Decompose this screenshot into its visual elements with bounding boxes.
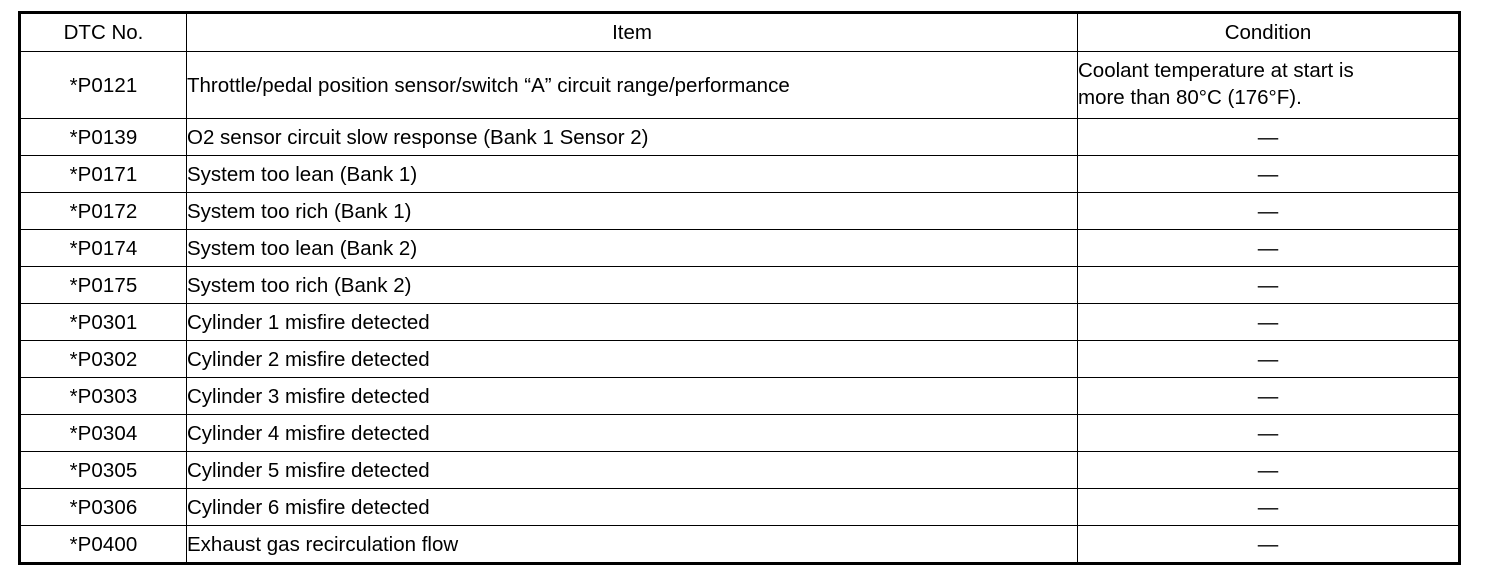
cell-dtc-no: *P0306: [19, 488, 187, 526]
cell-dtc-no: *P0175: [19, 266, 187, 304]
table-row: *P0301 Cylinder 1 misfire detected —: [19, 303, 1460, 341]
cell-item: Cylinder 2 misfire detected: [186, 340, 1078, 378]
cell-item: Cylinder 5 misfire detected: [186, 451, 1078, 489]
column-header-dtc-no: DTC No.: [19, 12, 187, 52]
cell-condition: —: [1077, 451, 1460, 489]
cell-condition: —: [1077, 229, 1460, 267]
cell-dtc-no: *P0121: [19, 51, 187, 119]
em-dash: —: [1257, 199, 1279, 223]
cell-condition: —: [1077, 488, 1460, 526]
table-row: *P0302 Cylinder 2 misfire detected —: [19, 340, 1460, 378]
table-row: *P0305 Cylinder 5 misfire detected —: [19, 451, 1460, 489]
cell-condition: Coolant temperature at start is more tha…: [1077, 51, 1460, 119]
cell-condition: —: [1077, 525, 1460, 564]
column-header-item: Item: [186, 12, 1078, 52]
table-row: *P0139 O2 sensor circuit slow response (…: [19, 118, 1460, 156]
table-row: *P0304 Cylinder 4 misfire detected —: [19, 414, 1460, 452]
cell-item: Cylinder 1 misfire detected: [186, 303, 1078, 341]
cell-dtc-no: *P0139: [19, 118, 187, 156]
cell-item: Cylinder 4 misfire detected: [186, 414, 1078, 452]
table-row: *P0171 System too lean (Bank 1) —: [19, 155, 1460, 193]
cell-item: Cylinder 6 misfire detected: [186, 488, 1078, 526]
cell-condition: —: [1077, 192, 1460, 230]
cell-item: Exhaust gas recirculation flow: [186, 525, 1078, 564]
condition-line-1: Coolant temperature at start is: [1078, 59, 1354, 83]
header-row: DTC No. Item Condition: [19, 12, 1460, 52]
em-dash: —: [1257, 384, 1279, 408]
cell-dtc-no: *P0305: [19, 451, 187, 489]
table-row: *P0400 Exhaust gas recirculation flow —: [19, 525, 1460, 564]
cell-dtc-no: *P0302: [19, 340, 187, 378]
em-dash: —: [1257, 162, 1279, 186]
cell-condition: —: [1077, 266, 1460, 304]
cell-condition: —: [1077, 377, 1460, 415]
em-dash: —: [1257, 236, 1279, 260]
cell-dtc-no: *P0171: [19, 155, 187, 193]
table-body: *P0121 Throttle/pedal position sensor/sw…: [19, 51, 1460, 564]
cell-item: Throttle/pedal position sensor/switch “A…: [186, 51, 1078, 119]
cell-condition: —: [1077, 303, 1460, 341]
cell-dtc-no: *P0304: [19, 414, 187, 452]
cell-dtc-no: *P0172: [19, 192, 187, 230]
table-row: *P0174 System too lean (Bank 2) —: [19, 229, 1460, 267]
cell-condition: —: [1077, 414, 1460, 452]
cell-item: System too rich (Bank 1): [186, 192, 1078, 230]
cell-condition: —: [1077, 118, 1460, 156]
condition-line-2: more than 80°C (176°F).: [1078, 86, 1302, 109]
table-row: *P0121 Throttle/pedal position sensor/sw…: [19, 51, 1460, 119]
cell-dtc-no: *P0400: [19, 525, 187, 564]
cell-item: System too rich (Bank 2): [186, 266, 1078, 304]
table-row: *P0306 Cylinder 6 misfire detected —: [19, 488, 1460, 526]
table-row: *P0175 System too rich (Bank 2) —: [19, 266, 1460, 304]
column-header-condition: Condition: [1077, 12, 1460, 52]
cell-item: Cylinder 3 misfire detected: [186, 377, 1078, 415]
em-dash: —: [1257, 273, 1279, 297]
cell-item: System too lean (Bank 2): [186, 229, 1078, 267]
table-header: DTC No. Item Condition: [19, 12, 1460, 52]
em-dash: —: [1257, 421, 1279, 445]
cell-dtc-no: *P0301: [19, 303, 187, 341]
em-dash: —: [1257, 495, 1279, 519]
em-dash: —: [1257, 125, 1279, 149]
em-dash: —: [1257, 458, 1279, 482]
cell-dtc-no: *P0174: [19, 229, 187, 267]
table-row: *P0303 Cylinder 3 misfire detected —: [19, 377, 1460, 415]
cell-item: O2 sensor circuit slow response (Bank 1 …: [186, 118, 1078, 156]
cell-item: System too lean (Bank 1): [186, 155, 1078, 193]
table-row: *P0172 System too rich (Bank 1) —: [19, 192, 1460, 230]
em-dash: —: [1257, 532, 1279, 556]
cell-condition: —: [1077, 340, 1460, 378]
em-dash: —: [1257, 347, 1279, 371]
dtc-code-table: DTC No. Item Condition *P0121 Throttle/p…: [18, 11, 1461, 565]
cell-condition: —: [1077, 155, 1460, 193]
cell-dtc-no: *P0303: [19, 377, 187, 415]
em-dash: —: [1257, 310, 1279, 334]
